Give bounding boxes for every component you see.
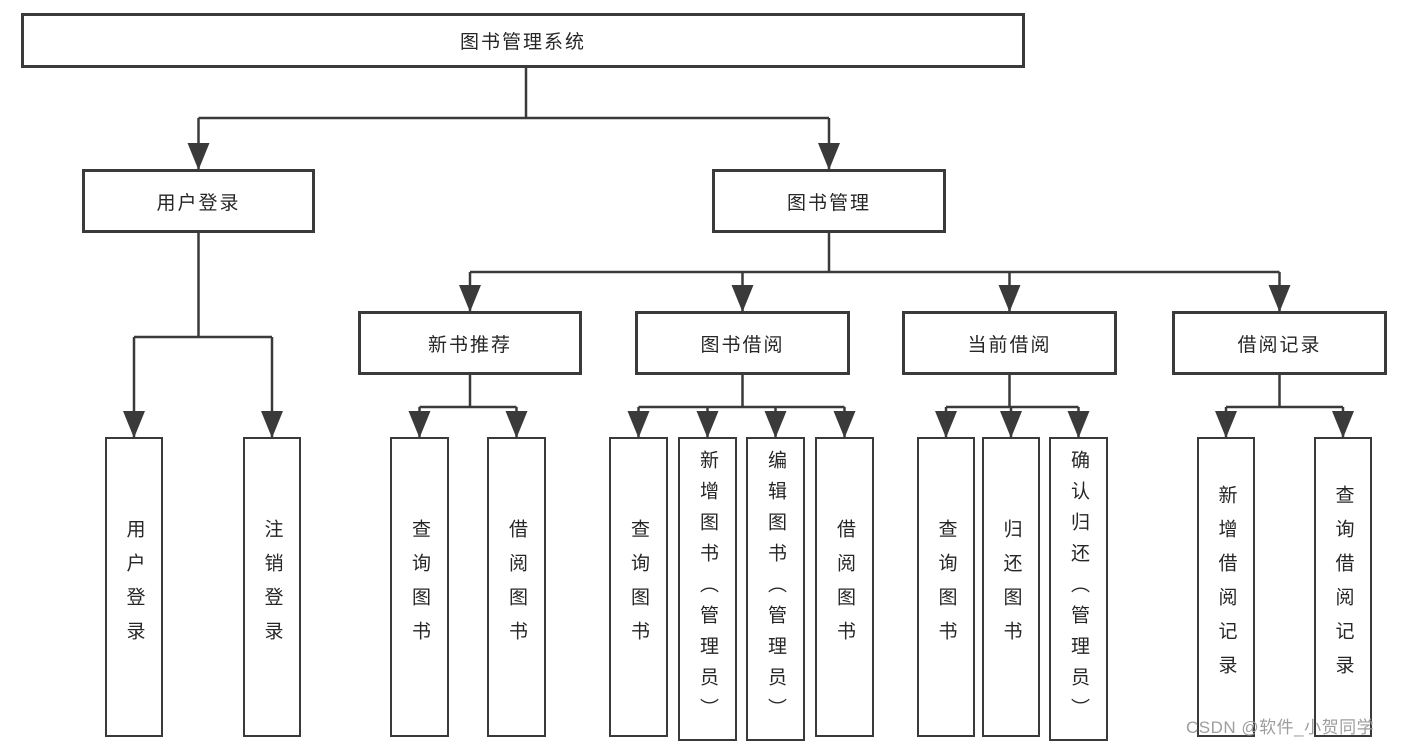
leaf-logout-label: 注销登录 [261,519,283,655]
leaf-logout: 注销登录 [243,437,301,737]
leaf-records-add-label: 新增借阅记录 [1215,485,1237,689]
leaf-current-return-label: 归还图书 [1000,519,1022,655]
node-new-book-label: 新书推荐 [427,334,512,356]
node-root: 图书管理系统 [21,13,1025,68]
fork-borrow-records [1215,375,1354,438]
leaf-bookborrow-add-label: 新增图书（管理员） [697,449,718,729]
fork-root [187,68,840,170]
node-user-login-label: 用户登录 [156,192,241,214]
leaf-bookborrow-borrow: 借阅图书 [815,437,874,737]
node-user-login: 用户登录 [82,169,315,233]
fork-book-mgmt [459,233,1291,312]
leaf-user-login-label: 用户登录 [123,519,145,655]
leaf-bookborrow-add: 新增图书（管理员） [678,437,737,741]
watermark: CSDN @软件_小贺同学 [1186,718,1375,737]
fork-current-borrow [935,375,1090,438]
leaf-current-query-label: 查询图书 [935,519,957,655]
node-borrow-records-label: 借阅记录 [1237,334,1322,356]
fork-new-book [408,375,528,438]
fork-book-borrow [627,375,856,438]
leaf-newbook-borrow: 借阅图书 [487,437,546,737]
leaf-bookborrow-query: 查询图书 [609,437,668,737]
leaf-bookborrow-edit-label: 编辑图书（管理员） [765,449,786,729]
leaf-newbook-query: 查询图书 [390,437,449,737]
leaf-current-confirm-label: 确认归还（管理员） [1068,449,1089,729]
leaf-bookborrow-query-label: 查询图书 [628,519,649,655]
leaf-records-add: 新增借阅记录 [1197,437,1255,737]
leaf-newbook-query-label: 查询图书 [409,519,430,655]
leaf-bookborrow-borrow-label: 借阅图书 [834,519,855,655]
node-borrow-records: 借阅记录 [1172,311,1387,375]
node-root-label: 图书管理系统 [459,32,586,53]
node-book-mgmt-label: 图书管理 [786,192,871,214]
leaf-bookborrow-edit: 编辑图书（管理员） [746,437,805,741]
leaf-records-query-label: 查询借阅记录 [1332,485,1354,689]
node-book-borrow-label: 图书借阅 [700,334,785,356]
node-book-mgmt: 图书管理 [712,169,946,233]
leaf-newbook-borrow-label: 借阅图书 [506,519,527,655]
leaf-user-login: 用户登录 [105,437,163,737]
node-current-borrow: 当前借阅 [902,311,1117,375]
node-new-book: 新书推荐 [358,311,582,375]
node-current-borrow-label: 当前借阅 [967,334,1052,356]
node-book-borrow: 图书借阅 [635,311,850,375]
leaf-current-confirm: 确认归还（管理员） [1049,437,1108,741]
fork-user-login [123,233,283,438]
leaf-current-return: 归还图书 [982,437,1040,737]
leaf-current-query: 查询图书 [917,437,975,737]
leaf-records-query: 查询借阅记录 [1314,437,1372,737]
